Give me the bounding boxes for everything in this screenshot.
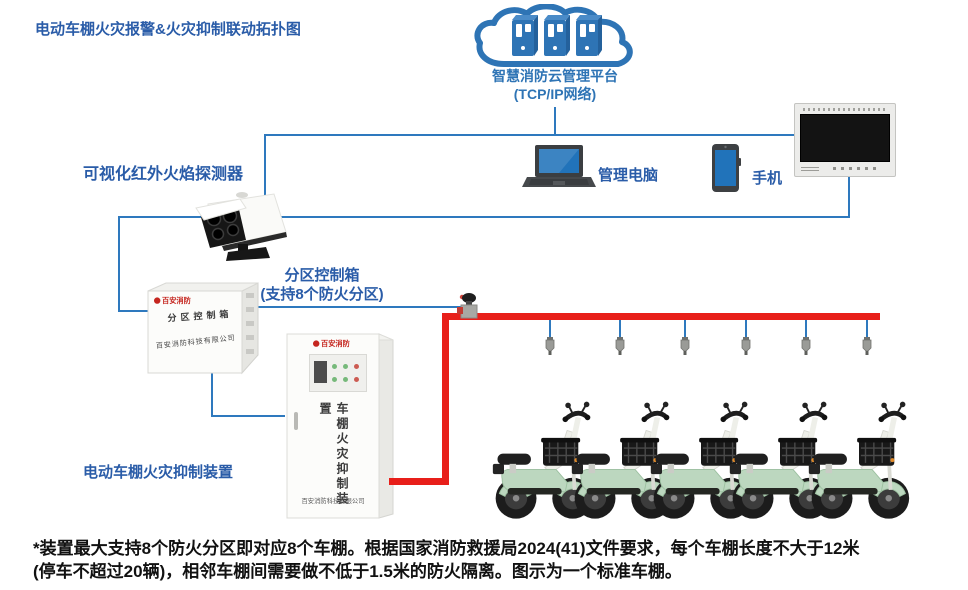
flame-detector-label: 可视化红外火焰探测器 [83, 166, 244, 183]
monitor-icon [794, 103, 896, 177]
monitor-screen [800, 114, 890, 162]
zone-box-brand: 百安消防 [154, 295, 191, 305]
sprinkler-nozzle-icon [861, 320, 873, 358]
zone-box-label: 分区控制箱 [284, 267, 360, 284]
cable-cloud-down [554, 107, 556, 136]
cabinet-title-vertical: 车棚火灾抑制装置 [318, 402, 349, 507]
ebike-icon [807, 399, 911, 525]
sprinkler-nozzle-icon [679, 320, 691, 358]
zone-control-box: 百安消防 分区控制箱 百安消防科技有限公司 [146, 281, 264, 379]
suppression-device-label: 电动车棚火灾抑制装置 [83, 464, 234, 481]
cable-zonebox-in [118, 310, 152, 312]
cloud-platform-name: 智慧消防云管理平台 [492, 68, 618, 84]
phone-label: 手机 [752, 170, 783, 187]
laptop-label: 管理电脑 [598, 167, 659, 184]
cabinet-brand: 百安消防 [313, 338, 350, 348]
pipe-bottom-run [389, 478, 449, 485]
footnote-line2: (停车不超过20辆)，相邻车棚间需要做不低于1.5米的防火隔离。图示为一个标准车… [33, 562, 682, 581]
monitor-buttons [833, 167, 877, 170]
cabinet-handle [294, 412, 298, 430]
cable-mid-horizontal [118, 216, 850, 218]
cabinet-company-text: 百安消防科技有限公司 [301, 497, 365, 505]
brand-logo-icon [313, 340, 320, 347]
cable-trunk-horizontal [264, 134, 796, 136]
pipe-main-run [442, 313, 880, 320]
pipe-riser [442, 313, 449, 485]
cable-monitor-down [848, 174, 850, 218]
zone-control-box-body [147, 282, 259, 375]
cabinet-display [314, 361, 327, 383]
page-title: 电动车棚火灾报警&火灾抑制联动拓扑图 [35, 21, 301, 38]
monitor-tag [801, 165, 819, 171]
pipe-valve-icon [457, 293, 478, 319]
phone-icon [712, 144, 741, 192]
sprinkler-nozzle-icon [544, 320, 556, 358]
monitor-bezel-text [803, 108, 887, 111]
flame-detector-camera-icon [195, 192, 287, 261]
sprinkler-nozzle-icon [740, 320, 752, 358]
cable-detector-up [264, 134, 266, 196]
suppression-cabinet: 百安消防 车棚火灾抑制装置 百安消防科技有限公司 [283, 328, 397, 522]
footnote-line1: *装置最大支持8个防火分区即对应8个车棚。根据国家消防救援局2024(41)文件… [33, 539, 860, 558]
cable-zonebox-valve [252, 306, 462, 308]
cable-left-down [118, 216, 120, 312]
cloud-platform-icon [474, 4, 633, 67]
sprinkler-nozzle-icon [614, 320, 626, 358]
cabinet-brand-text: 百安消防 [321, 339, 350, 348]
zone-box-brand-text: 百安消防 [162, 296, 191, 305]
indicator-lights-row [332, 377, 359, 382]
zone-box-note: (支持8个防火分区) [260, 286, 384, 303]
cable-zonebox-cabinet-h [211, 415, 285, 417]
cloud-network-label: (TCP/IP网络) [513, 86, 597, 102]
indicator-lights-row [332, 364, 359, 369]
sprinkler-nozzle-icon [800, 320, 812, 358]
cable-zonebox-cabinet-v [211, 372, 213, 417]
footnote: *装置最大支持8个防火分区即对应8个车棚。根据国家消防救援局2024(41)文件… [33, 537, 945, 583]
laptop-icon [522, 145, 596, 187]
cabinet-indicator-panel [309, 354, 367, 392]
brand-logo-icon [154, 297, 161, 304]
